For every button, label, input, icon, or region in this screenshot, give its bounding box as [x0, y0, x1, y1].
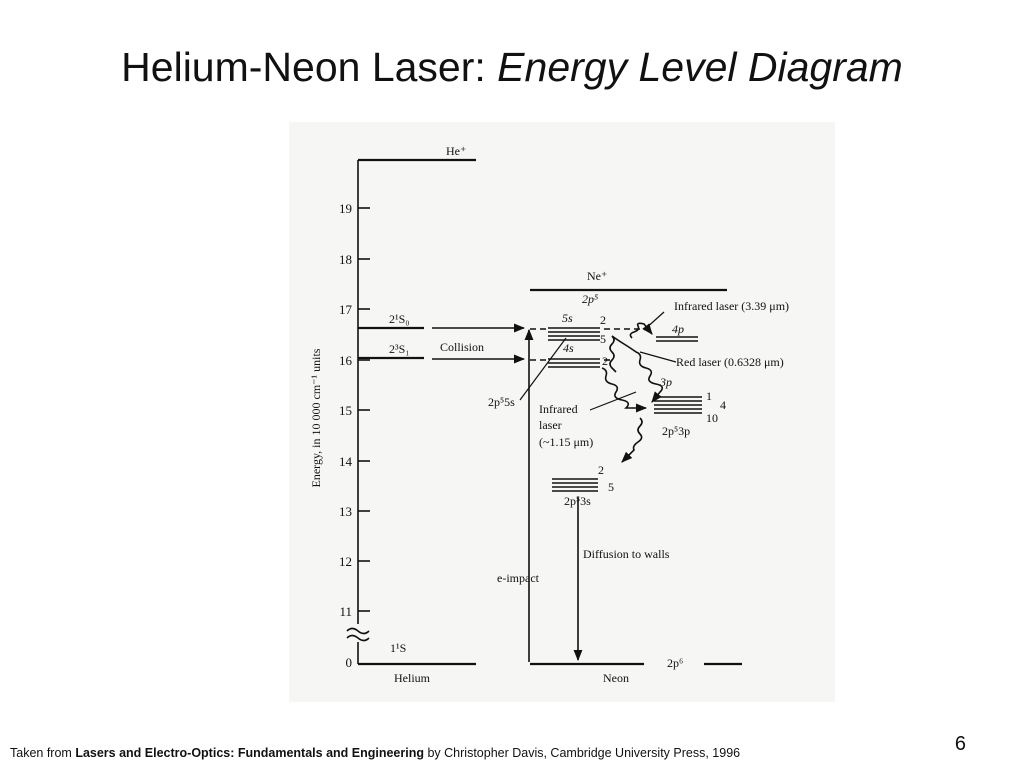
neon-4p-label: 4p: [672, 322, 684, 336]
tick-label-15: 15: [339, 403, 352, 418]
footer-suffix: by Christopher Davis, Cambridge Universi…: [424, 746, 741, 760]
neon-4s-label: 4s: [563, 341, 574, 355]
tick-label-12: 12: [339, 554, 352, 569]
neon-5s-label: 5s: [562, 311, 573, 325]
wavy-5s-4p-ir: [629, 322, 653, 339]
axis-label: Energy, in 10 000 cm⁻¹ units: [309, 348, 323, 487]
pointer-red-laser: [639, 351, 677, 363]
helium-triplet-label: 2³S₁: [389, 342, 409, 356]
e-impact-label: e-impact: [497, 571, 540, 585]
neon-2p55s-label: 2p⁵5s: [488, 395, 515, 409]
diagram-svg: Energy, in 10 000 cm⁻¹ units 19 18 17 16…: [309, 144, 789, 685]
wavy-4s-3p: [601, 367, 648, 413]
neon-3s-sub-bottom: 5: [608, 480, 614, 494]
helium-name: Helium: [394, 671, 431, 685]
neon-3p-count: 4: [720, 398, 726, 412]
title-plain: Helium-Neon Laser:: [121, 44, 498, 90]
wavy-5s-3p: [611, 335, 662, 402]
axis-break-upper: [346, 627, 370, 635]
tick-label-19: 19: [339, 201, 352, 216]
pointer-infrared-115: [589, 391, 637, 411]
tick-label-14: 14: [339, 454, 353, 469]
neon-4s-sub: 2: [602, 354, 608, 368]
red-laser-label: Red laser (0.6328 μm): [676, 355, 784, 369]
diffusion-label: Diffusion to walls: [583, 547, 670, 561]
neon-ground-label: 2p⁶: [667, 656, 683, 670]
neon-5s-sub-top: 2: [600, 313, 606, 327]
helium-ion-label: He⁺: [446, 144, 466, 158]
neon-2p5-label: 2p⁵: [582, 292, 598, 306]
neon-ion-label: Ne⁺: [587, 269, 607, 283]
infrared-115-line3: (~1.15 μm): [539, 435, 593, 449]
neon-3p-sub-top: 1: [706, 389, 712, 403]
tick-label-11: 11: [339, 604, 352, 619]
footer-prefix: Taken from: [10, 746, 76, 760]
neon-5s-sub-bottom: 5: [600, 332, 606, 346]
slide-title: Helium-Neon Laser: Energy Level Diagram: [0, 44, 1024, 91]
tick-label-17: 17: [339, 302, 353, 317]
neon-3p-label: 3p: [659, 375, 672, 389]
citation-footer: Taken from Lasers and Electro-Optics: Fu…: [10, 746, 740, 760]
tick-label-0: 0: [346, 655, 353, 670]
footer-book-title: Lasers and Electro-Optics: Fundamentals …: [75, 746, 424, 760]
neon-3s-sub-top: 2: [598, 463, 604, 477]
infrared-115-line2: laser: [539, 418, 562, 432]
tick-label-13: 13: [339, 504, 352, 519]
neon-3p-sub-bottom: 10: [706, 411, 718, 425]
tick-label-16: 16: [339, 353, 353, 368]
neon-2p53p-label: 2p⁵3p: [662, 424, 690, 438]
title-italic: Energy Level Diagram: [497, 44, 903, 90]
infrared-115-line1: Infrared: [539, 402, 578, 416]
axis-break-lower: [346, 634, 370, 642]
energy-level-diagram: Energy, in 10 000 cm⁻¹ units 19 18 17 16…: [289, 122, 835, 702]
infrared-339-label: Infrared laser (3.39 μm): [674, 299, 789, 313]
neon-name: Neon: [603, 671, 629, 685]
neon-2p53s-label: 2p⁵3s: [564, 494, 591, 508]
pointer-2p55s: [519, 337, 567, 401]
wavy-5s-4p: [609, 335, 617, 373]
collision-label: Collision: [440, 340, 484, 354]
helium-singlet-label: 2¹S₀: [389, 312, 409, 326]
page-number: 6: [954, 733, 966, 755]
helium-ground-label: 1¹S: [390, 641, 406, 655]
tick-label-18: 18: [339, 252, 352, 267]
wavy-3p-3s: [621, 417, 643, 463]
